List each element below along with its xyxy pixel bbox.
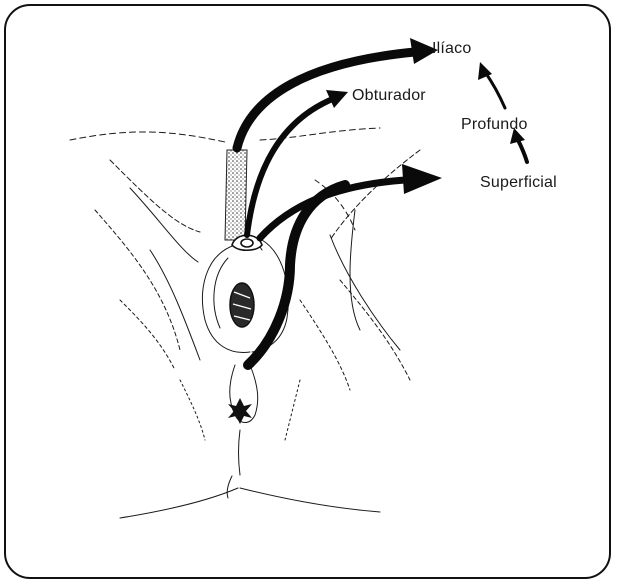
label-superficial: Superficial — [480, 175, 557, 191]
stippled-band — [225, 150, 247, 240]
anus-mark — [228, 398, 252, 424]
arrow-superficial-up — [518, 140, 527, 162]
arrow-head-icon — [402, 164, 442, 194]
vaginal-opening — [230, 283, 254, 327]
label-iliaco: Ilíaco — [432, 41, 471, 57]
label-obturador: Obturador — [352, 88, 426, 104]
arrow-profundo-up — [485, 72, 505, 108]
label-profundo: Profundo — [461, 117, 528, 133]
